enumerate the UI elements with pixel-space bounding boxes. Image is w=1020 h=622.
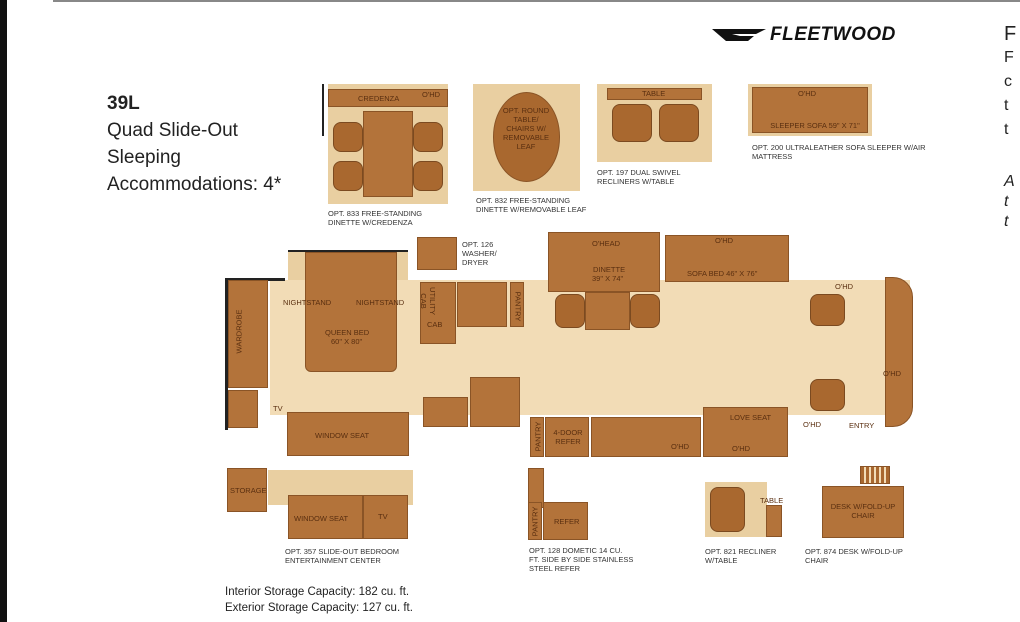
window-seat-label: WINDOW SEAT <box>315 431 370 440</box>
option-874-caption: OPT. 874 DESK W/FOLD-UP CHAIR <box>805 547 903 565</box>
frag: F <box>1004 23 1017 45</box>
ohd-label: O'HD <box>803 420 822 429</box>
fleetwood-logo: FLEETWOOD <box>712 24 896 46</box>
table-label: TABLE <box>760 496 784 505</box>
option-200-caption: OPT. 200 ULTRALEATHER SOFA SLEEPER W/AIR… <box>752 143 926 161</box>
bed-label: QUEEN BED <box>325 328 370 337</box>
refer-label: 4-DOOR REFER <box>553 428 583 446</box>
queen-bed <box>305 252 397 372</box>
model-desc-3: Accommodations: 4* <box>107 174 282 195</box>
washer-caption: OPT. 126 WASHER/ DRYER <box>462 240 497 267</box>
interior-storage: Interior Storage Capacity: 182 cu. ft. <box>225 586 410 598</box>
refer <box>545 417 589 457</box>
pantry-label: PANTRY <box>513 291 523 322</box>
ohd-label: O'HD <box>883 369 902 378</box>
right-column-text: F F c t t A t t <box>1004 22 1016 232</box>
option-200-plan: O'HD SLEEPER SOFA 59" X 71" <box>748 84 872 136</box>
ohd-label: O'HD <box>422 90 441 99</box>
dinette-label: DINETTE <box>593 265 626 274</box>
round-table-label: OPT. ROUND TABLE/ CHAIRS W/ REMOVABLE LE… <box>502 106 550 151</box>
utility-cab-label: UTILITY CAB <box>419 287 437 315</box>
nightstand-left-label: NIGHTSTAND <box>283 298 332 307</box>
ohd-label: O'HD <box>798 89 817 98</box>
bed-size-label: 60" X 80" <box>331 337 363 346</box>
wardrobe-label: WARDROBE <box>234 309 244 354</box>
sleeper-sofa-label: SLEEPER SOFA 59" X 71" <box>770 121 860 130</box>
frag: t <box>1004 97 1009 114</box>
nightstand-right-label: NIGHTSTAND <box>356 298 405 307</box>
sofa-bed-label: SOFA BED 46" X 76" <box>687 269 758 278</box>
ohd-label: O'HD <box>715 236 734 245</box>
option-357-caption: OPT. 357 SLIDE-OUT BEDROOM ENTERTAINMENT… <box>285 547 400 565</box>
pantry-label: PANTRY <box>533 421 543 452</box>
window-seat <box>287 412 409 456</box>
frag: c <box>1004 73 1012 90</box>
left-edge <box>0 0 7 622</box>
cab-label: CAB <box>427 320 443 329</box>
option-833-plan: CREDENZA O'HD <box>328 84 448 204</box>
ohd-label: O'HD <box>671 442 690 451</box>
main-floorplan: WARDROBE TV NIGHTSTAND NIGHTSTAND QUEEN … <box>225 232 915 458</box>
model-desc-1: Quad Slide-Out <box>107 120 238 141</box>
frag: F <box>1004 49 1014 66</box>
model-desc-2: Sleeping <box>107 147 181 168</box>
frag: A <box>1004 173 1015 190</box>
entry-label: ENTRY <box>849 421 875 430</box>
option-832-plan: OPT. ROUND TABLE/ CHAIRS W/ REMOVABLE LE… <box>473 84 580 191</box>
wardrobe <box>228 280 268 388</box>
storage-capacity: Interior Storage Capacity: 182 cu. ft. E… <box>225 584 413 616</box>
sofa-bed <box>665 235 789 282</box>
love-seat <box>703 407 788 457</box>
option-833-caption: OPT. 833 FREE-STANDING DINETTE W/CREDENZ… <box>328 209 423 227</box>
ohd-label: O'HD <box>732 444 751 453</box>
refer-label: REFER <box>554 517 580 526</box>
brand-name: FLEETWOOD <box>770 24 896 45</box>
table-label: TABLE <box>642 89 666 98</box>
option-128-caption: OPT. 128 DOMETIC 14 CU. FT. SIDE BY SIDE… <box>529 546 634 573</box>
dinette <box>548 232 660 292</box>
option-197-caption: OPT. 197 DUAL SWIVEL RECLINERS W/TABLE <box>597 168 681 186</box>
frag: t <box>1004 193 1009 210</box>
fleetwood-wing-icon <box>712 29 766 41</box>
credenza-label: CREDENZA <box>358 94 400 103</box>
storage <box>227 468 267 512</box>
window-seat-label: WINDOW SEAT <box>294 514 349 523</box>
storage-label: STORAGE <box>230 486 267 495</box>
washer-dryer <box>417 237 457 270</box>
option-197-plan: TABLE <box>597 84 712 162</box>
desk-label: DESK W/FOLD-UP CHAIR <box>830 502 896 520</box>
tv-label: TV <box>378 512 388 521</box>
ohd-label: O'HD <box>835 282 854 291</box>
love-seat-label: LOVE SEAT <box>730 413 772 422</box>
model-code: 39L <box>107 93 140 114</box>
frag: t <box>1004 213 1009 230</box>
pantry-label: PANTRY <box>530 506 540 537</box>
tv-label: TV <box>273 404 283 413</box>
page-top-border <box>53 0 1020 2</box>
exterior-storage: Exterior Storage Capacity: 127 cu. ft. <box>225 602 413 614</box>
model-info: 39L Quad Slide-Out Sleeping Accommodatio… <box>107 90 281 198</box>
option-832-caption: OPT. 832 FREE-STANDING DINETTE W/REMOVAB… <box>476 196 587 214</box>
ohead-label: O'HEAD <box>592 239 621 248</box>
frag: t <box>1004 121 1009 138</box>
option-821-caption: OPT. 821 RECLINER W/TABLE <box>705 547 777 565</box>
dinette-size-label: 39" X 74" <box>592 274 624 283</box>
